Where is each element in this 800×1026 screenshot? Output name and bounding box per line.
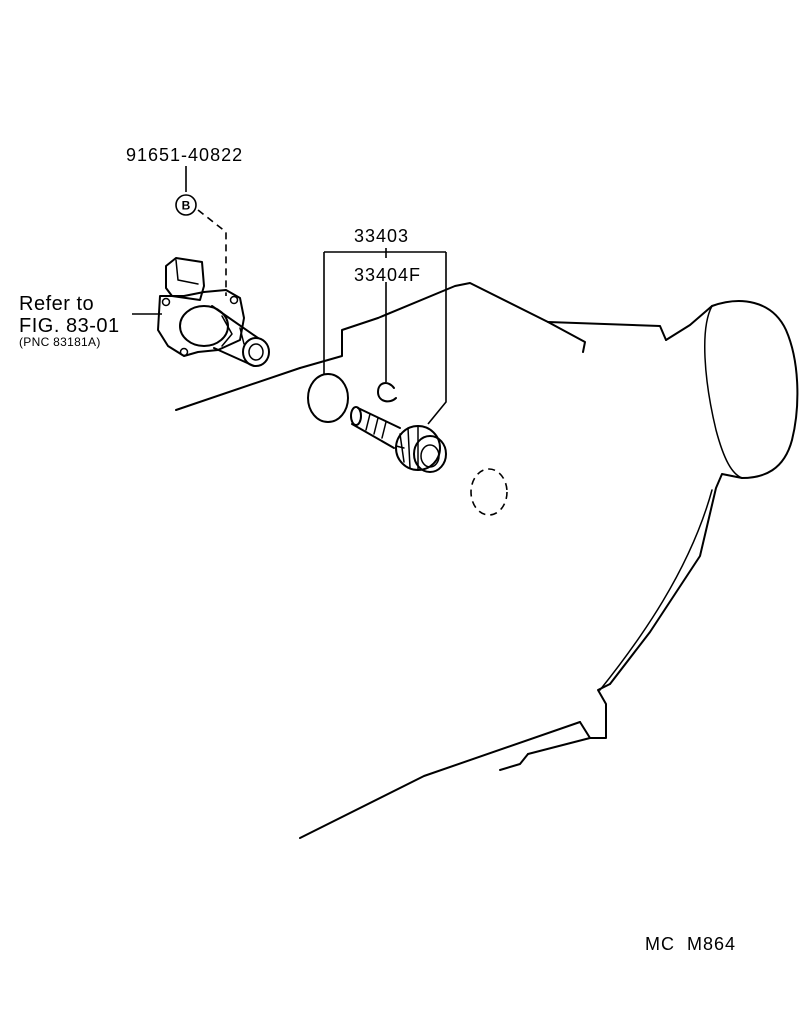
clip-part-number: 33404F	[354, 265, 421, 285]
speed-sensor-assembly	[157, 257, 270, 367]
o-ring	[307, 373, 349, 423]
reference-line-2: FIG. 83-01	[19, 315, 120, 337]
clip	[377, 382, 397, 403]
bolt-part-number: 91651-40822	[126, 145, 243, 165]
reference-line-3: (PNC 83181A)	[19, 335, 101, 349]
bolt-badge-letter: B	[182, 199, 191, 213]
reference-line-1: Refer to	[19, 293, 94, 315]
bolt-badge: B	[175, 194, 197, 216]
transmission-housing	[175, 282, 799, 839]
driven-gear	[350, 406, 447, 473]
driven-gear-kit-number: 33403	[354, 226, 409, 246]
diagram-code: MC M864	[645, 934, 736, 954]
